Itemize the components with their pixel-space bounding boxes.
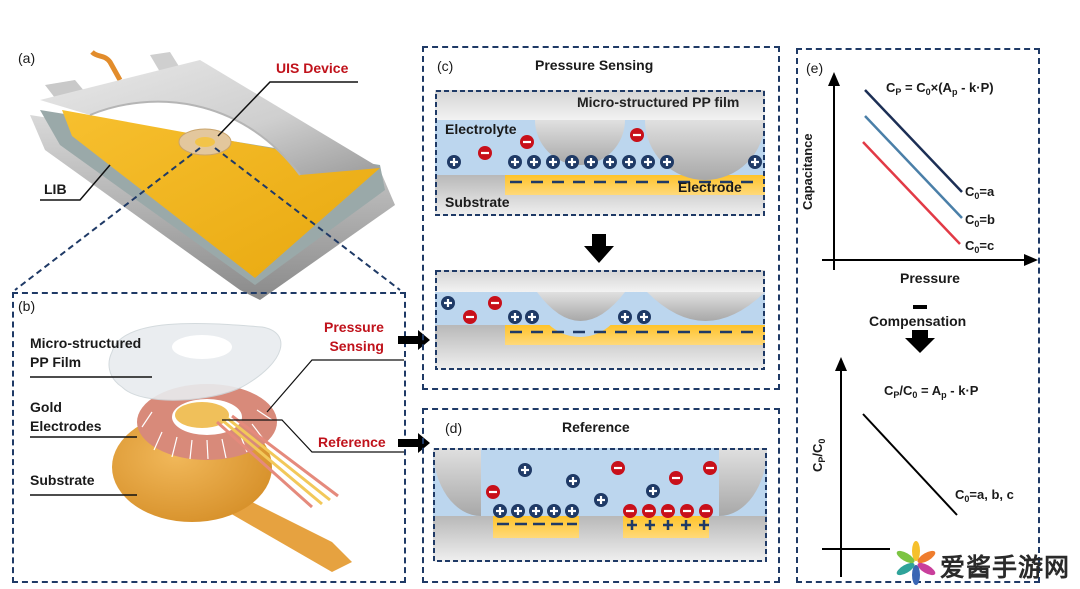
watermark-logo-icon — [896, 541, 936, 585]
panel-b-tag: (b) — [18, 298, 36, 314]
series-line-c0-b — [864, 115, 963, 219]
y-axis-arrow-icon — [828, 72, 840, 86]
top-x-axis-label: Pressure — [900, 270, 960, 286]
panel-a-tag: (a) — [18, 50, 36, 66]
anion-icons — [463, 296, 502, 324]
series-line-c0-c — [862, 141, 961, 245]
x-axis-arrow-icon — [1024, 254, 1038, 266]
panel-e-tag: (e) — [806, 60, 824, 76]
bottom-y-axis-arrow-icon — [835, 357, 847, 371]
uis-device-exploded-illustration — [30, 322, 404, 572]
reference-positive-charges — [627, 520, 709, 530]
panel-d-tag: (d) — [445, 420, 463, 436]
panel-b-frame — [12, 292, 406, 583]
gold-electrodes-label-line1: Gold — [30, 399, 62, 415]
substrate-cross-section-label: Substrate — [445, 194, 510, 210]
reference-cross-section — [433, 448, 767, 562]
pressure-sensing-label: Pressure Sensing — [324, 318, 384, 356]
pressure-sensing-label-line2: Sensing — [329, 338, 384, 354]
compensation-label: Compensation — [869, 313, 967, 329]
top-equation: CP = C0×(Ap - k·P) — [886, 80, 994, 97]
anion-icons — [486, 461, 717, 518]
lib-leader-line — [40, 164, 111, 201]
pressure-sensing-label-line1: Pressure — [324, 319, 384, 335]
capacitance-vs-pressure-plot — [822, 72, 1038, 270]
lib-battery-illustration — [14, 50, 401, 300]
gold-electrodes-label-line2: Electrodes — [30, 418, 102, 434]
legend-c0-a: C0=a — [965, 184, 995, 201]
reference-label: Reference — [318, 434, 386, 450]
pressure-sensing-initial-state — [435, 90, 765, 216]
uis-device-label: UIS Device — [276, 60, 349, 76]
cation-icons — [441, 296, 651, 324]
zoom-line-right — [214, 147, 401, 291]
anion-icons — [478, 128, 644, 160]
gold-electrodes-label: Gold Electrodes — [30, 398, 102, 436]
bottom-equation: CP/C0 = Ap - k·P — [884, 383, 979, 400]
bottom-series-label: C0=a, b, c — [955, 487, 1014, 504]
cation-icons — [493, 463, 660, 518]
legend-c0-c: C0=c — [965, 238, 995, 255]
pp-film-cross-section-label: Micro-structured PP film — [577, 94, 740, 110]
panel-c-frame — [422, 46, 780, 390]
normalized-capacitance-plot — [822, 357, 958, 577]
zoom-line-left — [14, 147, 201, 291]
series-line-c0-a — [864, 89, 963, 193]
watermark-text: 爱酱手游网 — [940, 553, 1071, 582]
electrode-label: Electrode — [678, 179, 742, 195]
minus-icon — [913, 305, 927, 309]
top-y-axis-label: Capacitance — [800, 133, 815, 210]
panel-c-title: Pressure Sensing — [535, 57, 654, 73]
pp-film-label: Micro-structured PP Film — [30, 334, 141, 372]
panel-d-title: Reference — [562, 419, 630, 435]
normalized-series-line — [862, 413, 958, 516]
legend-c0-b: C0=b — [965, 212, 995, 229]
lib-label: LIB — [44, 181, 67, 197]
cation-icons — [447, 155, 762, 169]
panel-d-frame — [422, 408, 780, 583]
uis-device-leader-line — [217, 81, 358, 137]
compensation-down-arrow-icon — [905, 330, 935, 353]
pp-film-label-line1: Micro-structured — [30, 335, 142, 351]
substrate-label: Substrate — [30, 472, 95, 488]
pp-film-label-line2: PP Film — [30, 354, 82, 370]
electrolyte-label: Electrolyte — [445, 121, 517, 137]
down-arrow-icon — [584, 234, 614, 263]
pressure-sensing-compressed-state — [435, 270, 765, 370]
panel-c-tag: (c) — [437, 58, 454, 74]
bottom-y-axis-label: CP/C0 — [810, 438, 827, 472]
